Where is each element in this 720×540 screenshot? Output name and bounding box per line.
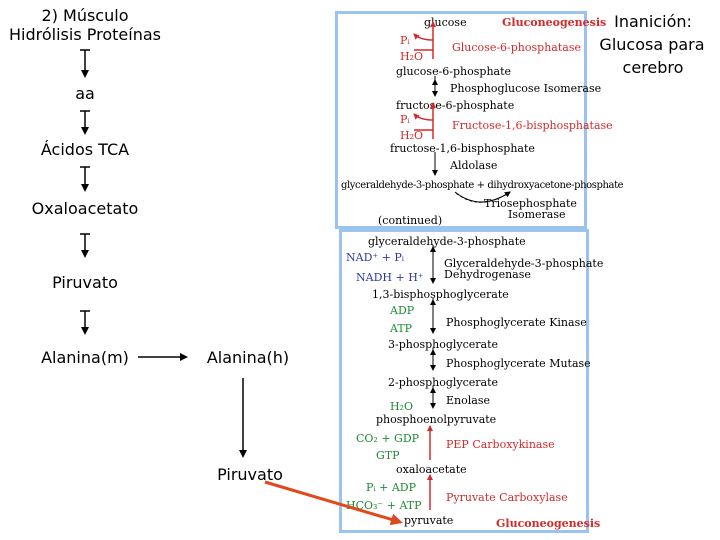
adp-label-1: ADP	[390, 304, 415, 317]
co2-gdp-label: CO₂ + GDP	[356, 432, 420, 445]
enzyme-tpi-line-2: Isomerase	[508, 208, 566, 221]
heading-line-1: 2) Músculo	[41, 6, 129, 25]
heading-line-2: Hidrólisis Proteínas	[9, 25, 161, 44]
alanina-h: Alanina(h)	[206, 348, 290, 367]
continued-label: (continued)	[378, 214, 443, 227]
h2o-label-3: H₂O	[390, 400, 414, 413]
glucose-label: glucose	[424, 16, 467, 29]
h2o-label-1: H₂O	[400, 50, 424, 63]
enzyme-pgm: Phosphoglycerate Mutase	[446, 357, 591, 370]
enzyme-glucose-6-phosphatase: Glucose-6-phosphatase	[452, 41, 581, 54]
pi-label-1: Pᵢ	[400, 34, 410, 47]
g3p-dhap-label: glyceraldehyde-3-phosphate + dihydroxyac…	[341, 180, 624, 191]
nadh-h-label: NADH + H⁺	[356, 271, 424, 284]
fructose-6-phosphate-label: fructose-6-phosphate	[396, 99, 515, 112]
bottom-panel-footer: Gluconeogenesis	[496, 517, 601, 530]
enzyme-enolase: Enolase	[446, 394, 490, 407]
title-line-1: Inanición:	[614, 12, 692, 31]
enzyme-phosphoglucose-isomerase: Phosphoglucose Isomerase	[450, 82, 602, 95]
step-acidos-tca: Ácidos TCA	[40, 140, 130, 159]
step-alanina-m: Alanina(m)	[41, 348, 129, 367]
enzyme-pgk: Phosphoglycerate Kinase	[446, 316, 587, 329]
pi-label-2: Pᵢ	[400, 113, 410, 126]
fructose-bisphosphate-label: fructose-1,6-bisphosphate	[390, 142, 535, 155]
phosphoenolpyruvate-label: phosphoenolpyruvate	[376, 413, 497, 426]
h2o-label-2: H₂O	[400, 129, 424, 142]
pi-adp-label: Pᵢ + ADP	[366, 481, 416, 494]
enzyme-aldolase: Aldolase	[450, 159, 498, 172]
top-panel-header: Gluconeogenesis	[502, 16, 607, 29]
piruvato-h: Piruvato	[217, 465, 283, 484]
gtp-label: GTP	[376, 449, 400, 462]
3-phosphoglycerate-label: 3-phosphoglycerate	[388, 338, 499, 351]
step-piruvato: Piruvato	[52, 273, 118, 292]
title-line-2: Glucosa para	[599, 35, 705, 54]
pyruvate-label: pyruvate	[404, 514, 454, 527]
atp-label-1: ATP	[390, 322, 413, 335]
2-phosphoglycerate-label: 2-phosphoglycerate	[388, 376, 499, 389]
enzyme-pepck: PEP Carboxykinase	[446, 438, 555, 451]
gluconeogenesis-bottom-panel: glyceraldehyde-3-phosphate NAD⁺ + Pᵢ Gly…	[339, 229, 603, 533]
bisphosphoglycerate-label: 1,3-bisphosphoglycerate	[372, 288, 509, 301]
enzyme-gapdh-line-2: Dehydrogenase	[444, 268, 531, 281]
hco3-atp-label: HCO₃⁻ + ATP	[346, 499, 422, 512]
gluconeogenesis-top-panel: glucose Gluconeogenesis Pᵢ Glucose-6-pho…	[335, 11, 624, 229]
enzyme-pc: Pyruvate Carboxylase	[446, 491, 568, 504]
glucose-6-phosphate-label: glucose-6-phosphate	[396, 65, 512, 78]
nad-pi-label: NAD⁺ + Pᵢ	[346, 251, 405, 264]
oxaloacetate-label: oxaloacetate	[396, 463, 467, 476]
enzyme-fructose-bisphosphatase: Fructose-1,6-bisphosphatase	[452, 119, 613, 132]
step-oxaloacetato: Oxaloacetato	[31, 199, 139, 218]
g3p-label: glyceraldehyde-3-phosphate	[368, 235, 526, 248]
enzyme-gapdh-line-1: Glyceraldehyde-3-phosphate	[444, 257, 604, 270]
step-aa: aa	[75, 84, 95, 103]
title-line-3: cerebro	[622, 58, 684, 77]
